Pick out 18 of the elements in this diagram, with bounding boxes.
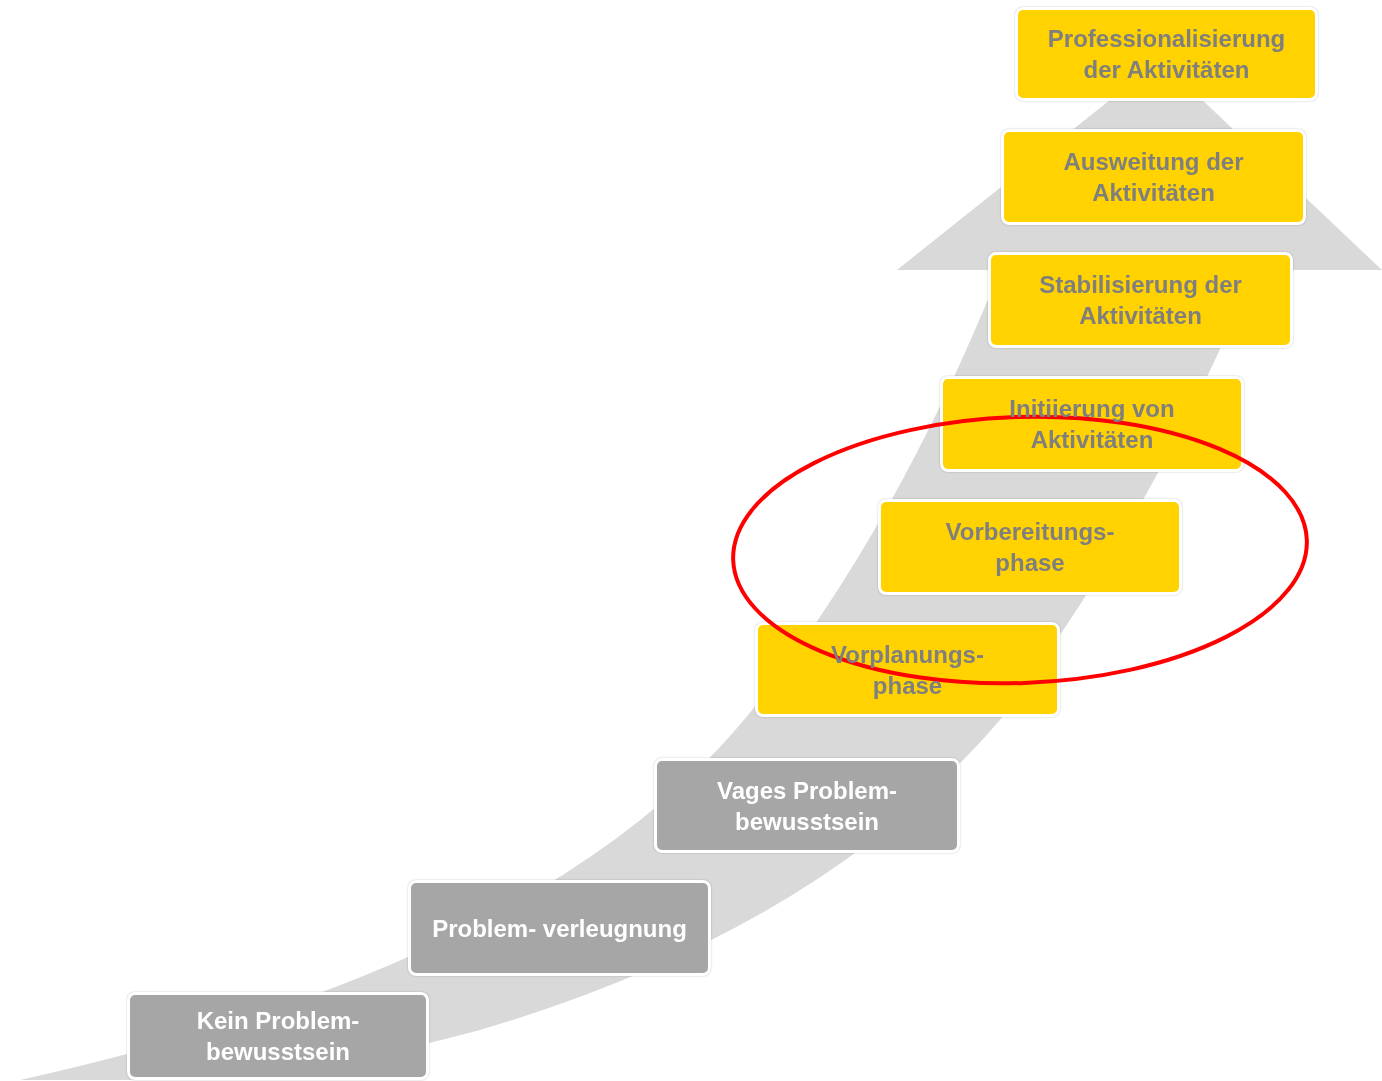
stage-box bbox=[1015, 7, 1318, 101]
stage-label: Stabilisierung der Aktivitäten bbox=[1038, 270, 1243, 331]
stage-box bbox=[408, 880, 711, 976]
stage-box bbox=[878, 499, 1182, 595]
stage-label: Professionalisierung der Aktivitäten bbox=[1046, 24, 1287, 85]
stage-label: Vorbereitungs- phase bbox=[944, 517, 1116, 578]
stage-box bbox=[940, 376, 1244, 472]
stage-box bbox=[127, 992, 429, 1080]
stage-label: Vorplanungs- phase bbox=[830, 639, 985, 701]
stage-label: Problem- verleugnung bbox=[432, 913, 687, 944]
stage-label: Initiierung von Aktivitäten bbox=[1008, 394, 1176, 455]
stage-label: Vages Problem- bewusstsein bbox=[715, 775, 899, 837]
stage-box bbox=[654, 758, 960, 853]
stage-label: Ausweitung der Aktivitäten bbox=[1062, 147, 1245, 208]
stage-box bbox=[755, 622, 1060, 717]
stage-box bbox=[1001, 129, 1306, 225]
stage-label: Kein Problem- bewusstsein bbox=[195, 1006, 361, 1067]
stage-box bbox=[988, 252, 1293, 348]
